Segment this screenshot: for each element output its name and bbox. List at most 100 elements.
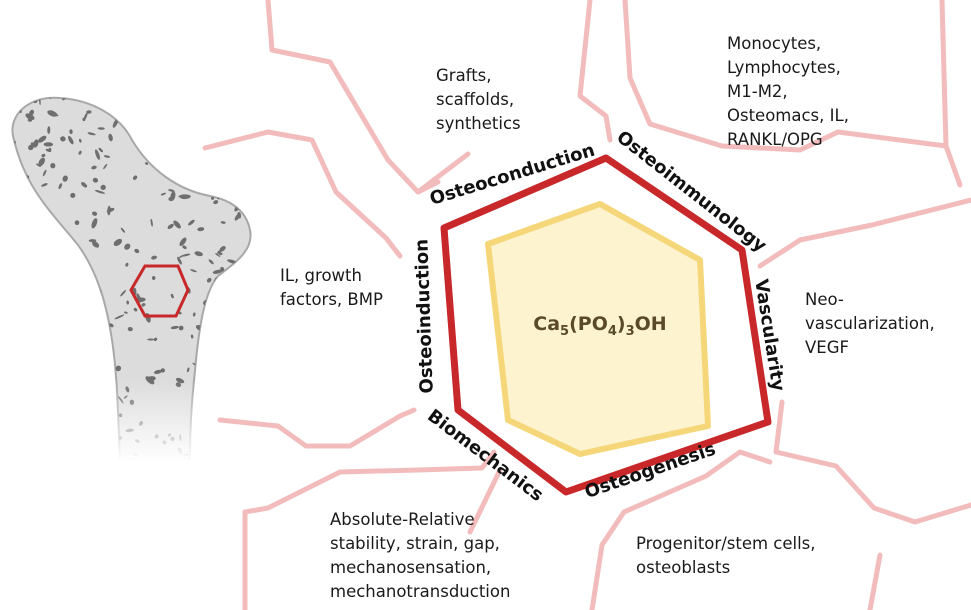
bone-pore: [223, 296, 230, 305]
cell-wall-right-lower: [776, 402, 971, 522]
bone-pore: [78, 373, 88, 384]
bone-pore: [74, 91, 81, 99]
bone-pore: [90, 350, 94, 356]
bone-pore: [151, 131, 157, 137]
bone-pore: [21, 186, 25, 193]
bone-pore: [12, 461, 17, 465]
bone-pore: [45, 315, 47, 323]
bone-pore: [245, 398, 251, 406]
bone-pore: [210, 370, 218, 376]
bone-pore: [96, 350, 103, 355]
bone-pore: [77, 380, 79, 388]
bone-pore: [84, 432, 89, 437]
bone-pore: [39, 360, 42, 370]
bone-pore: [131, 105, 136, 112]
bone-pore: [114, 98, 119, 103]
bone-pore: [245, 336, 251, 342]
bone-pore: [202, 112, 207, 121]
bone-pore: [218, 303, 222, 311]
bone-pore: [178, 97, 182, 102]
bone-pore: [63, 359, 72, 366]
cell-wall-bottom-right: [870, 555, 880, 610]
bone-pore: [166, 167, 175, 177]
bone-pore: [55, 289, 61, 291]
bone-pore: [95, 320, 100, 324]
bone-pore: [67, 333, 73, 338]
bone-pore: [199, 365, 203, 370]
bone-pore: [28, 247, 33, 252]
bone-pore: [233, 150, 238, 152]
bone-pore: [208, 102, 215, 109]
bone-pore: [243, 95, 247, 99]
bone-pore: [220, 360, 223, 364]
note-growth-factors: IL, growth factors, BMP: [280, 264, 383, 312]
bone-pore: [68, 381, 73, 387]
cell-wall-left-lower: [220, 410, 414, 446]
bone-pore: [218, 154, 221, 159]
bone-pore: [14, 277, 21, 281]
bone-pore: [63, 365, 70, 372]
bone-pore: [231, 392, 241, 397]
bone-pore: [53, 332, 58, 337]
bone-pore: [225, 289, 230, 299]
bone-pore: [69, 322, 73, 326]
bone-pore: [218, 341, 227, 351]
bone-pore: [205, 320, 212, 330]
bone-pore: [245, 259, 250, 269]
bone-pore: [238, 386, 246, 396]
bone-pore: [217, 396, 222, 403]
bone-pore: [7, 209, 13, 214]
bone-pore: [221, 340, 226, 346]
bone-pore: [223, 303, 225, 307]
cell-wall-right-mid: [760, 200, 971, 266]
bone-pore: [164, 133, 175, 138]
bone-pore: [224, 292, 236, 301]
bone-pore: [17, 290, 19, 298]
bone-pore: [208, 159, 213, 165]
bone-pore: [13, 193, 20, 198]
bone-pore: [162, 163, 172, 171]
bone-pore: [64, 332, 71, 339]
bone-pore: [147, 339, 154, 341]
bone-pore: [242, 324, 247, 327]
bone-pore: [68, 272, 71, 276]
bone-pore: [67, 242, 74, 246]
bone-pore: [226, 278, 233, 287]
bone-pore: [56, 267, 62, 277]
bone-pore: [123, 96, 129, 102]
bone-pore: [242, 368, 253, 373]
bone-pore: [21, 367, 28, 373]
bone-pore: [43, 277, 49, 280]
bone-pore: [116, 97, 127, 108]
bone-pore: [138, 111, 141, 118]
bone-pore: [74, 447, 77, 454]
bone-pore: [36, 358, 43, 369]
bone-pore: [243, 190, 249, 196]
bone-pore: [190, 169, 195, 176]
bone-pore: [90, 306, 96, 313]
bone-pore: [38, 358, 47, 367]
bone-pore: [171, 136, 180, 141]
bone-pore: [61, 322, 70, 333]
bone-pore: [41, 268, 50, 276]
bone-pore: [246, 174, 253, 179]
bone-pore: [25, 313, 33, 324]
bone-pore: [57, 375, 61, 384]
cell-wall-top-mid: [580, 0, 610, 140]
bone-pore: [231, 374, 237, 381]
bone-pore: [42, 353, 52, 360]
bone-pore: [63, 295, 69, 300]
bone-pore: [100, 347, 109, 351]
bone-pore: [33, 258, 37, 267]
bone-pore: [54, 295, 59, 300]
bone-pore: [63, 401, 68, 404]
bone-pore: [60, 380, 67, 388]
bone-pore: [238, 432, 246, 443]
bone-pore: [33, 269, 39, 275]
bone-pore: [29, 379, 40, 387]
bone-pore: [29, 263, 33, 268]
bone-pore: [204, 133, 208, 139]
note-vascularization: Neo- vascularization, VEGF: [805, 288, 935, 360]
bone-pore: [197, 374, 207, 381]
bone-pore: [214, 393, 218, 395]
